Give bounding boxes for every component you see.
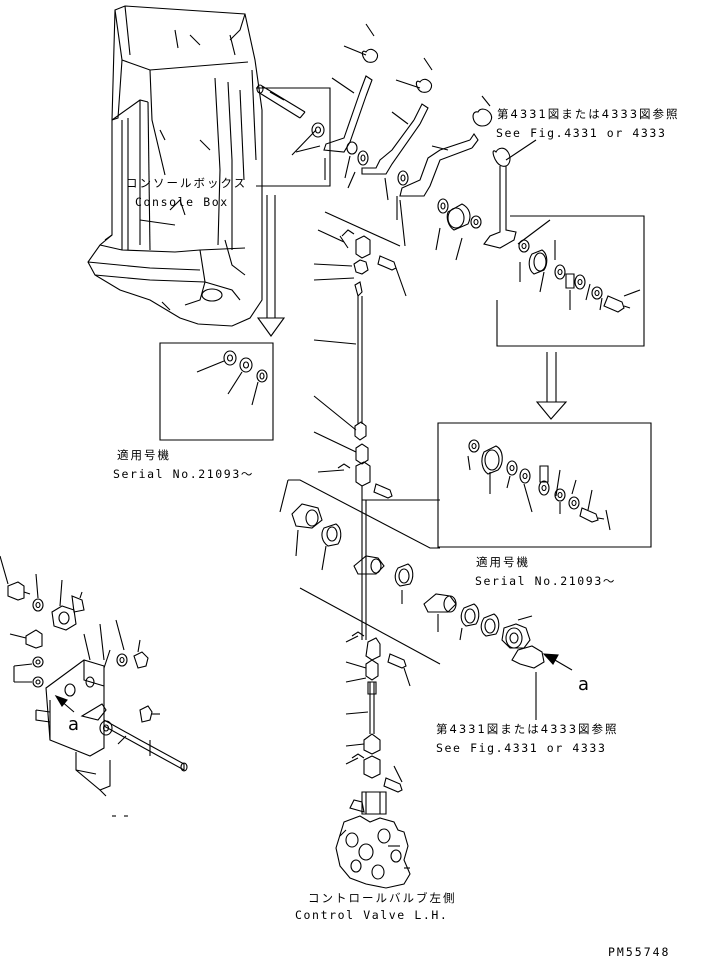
serial-right-en: Serial No.21093～ <box>475 574 616 588</box>
callout-bracket <box>256 88 330 186</box>
control-valve-en: Control Valve L.H. <box>295 908 449 922</box>
bracket-assembly-left <box>0 556 187 816</box>
lever-assembly-top <box>296 24 536 260</box>
ref-a-right: a <box>578 674 590 695</box>
ref-a-left: a <box>68 714 80 735</box>
callout-box-right-top <box>497 216 644 346</box>
arrow-down-right-icon <box>537 352 566 419</box>
arrow-down-left-icon <box>258 195 284 336</box>
serial-left-jp: 適用号機 <box>117 448 171 462</box>
rod-assembly-lower <box>346 632 410 792</box>
see-fig-top-jp: 第4331図または4333図参照 <box>497 107 680 121</box>
arrow-a-right-icon <box>544 654 572 670</box>
control-valve-drawing <box>336 792 410 888</box>
inset-left-washers <box>197 351 267 405</box>
console-box-label-en: Console Box <box>135 195 229 209</box>
inset-box-left <box>160 343 273 440</box>
rod-assembly-upper <box>314 230 440 500</box>
console-box-drawing <box>88 6 262 326</box>
inset-box-right <box>438 423 651 547</box>
page-code: PM55748 <box>608 945 671 959</box>
console-shaft <box>257 85 324 137</box>
console-box-label-jp: コンソールボックス <box>126 176 248 190</box>
right-inset-parts <box>468 440 610 530</box>
see-fig-bottom-jp: 第4331図または4333図参照 <box>436 722 619 736</box>
see-fig-bottom-en: See Fig.4331 or 4333 <box>436 741 607 755</box>
serial-left-en: Serial No.21093～ <box>113 467 254 481</box>
arrow-a-left-icon <box>56 696 74 712</box>
serial-right-jp: 適用号機 <box>476 555 530 569</box>
see-fig-top-en: See Fig.4331 or 4333 <box>496 126 667 140</box>
right-top-parts <box>518 220 640 312</box>
control-valve-jp: コントロールバルブ左側 <box>308 891 457 905</box>
linkage-middle <box>280 480 544 668</box>
